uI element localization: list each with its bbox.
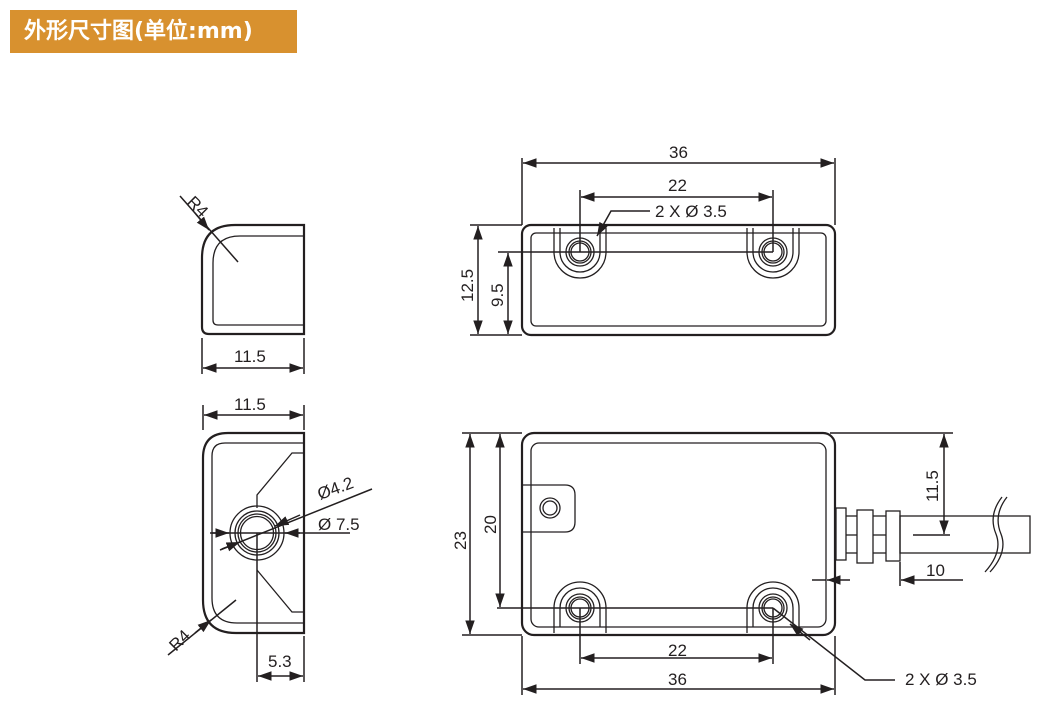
- width-label: 11.5: [234, 347, 266, 366]
- drawing-title-banner: 外形尺寸图(单位:mm): [10, 10, 297, 53]
- height-label: 23: [451, 531, 470, 550]
- cable-connector: [835, 496, 1031, 573]
- cable-offset-label: 10: [926, 561, 945, 580]
- hole-spacing-label: 22: [668, 176, 687, 195]
- side-view-bottom: 11.5 Ø 7.5 Ø4.2 5.3 R4: [165, 395, 373, 682]
- height-label: 12.5: [458, 269, 477, 302]
- top-view: 36 22 2 X Ø 3.5 12.5 9.5: [458, 143, 837, 337]
- cable-height-label: 11.5: [923, 470, 942, 502]
- hole-callout: 2 X Ø 3.5: [655, 202, 727, 221]
- length-label: 36: [668, 670, 687, 689]
- hole-inner-label: Ø4.2: [315, 473, 356, 503]
- side-view-top: R4 11.5: [179, 192, 306, 374]
- hole-callout: 2 X Ø 3.5: [905, 670, 977, 689]
- length-label: 36: [669, 143, 688, 162]
- radius-label: R4: [183, 192, 212, 221]
- front-view: 23 20 22 36 2 X Ø 3.5 11.5 10: [451, 431, 1031, 695]
- hole-spacing-label: 22: [668, 641, 687, 660]
- hole-height-label: 20: [481, 515, 500, 534]
- hole-outer-label: Ø 7.5: [318, 515, 360, 534]
- offset-label: 5.3: [268, 652, 292, 671]
- radius-label: R4: [165, 626, 194, 655]
- hole-height-label: 9.5: [488, 283, 507, 307]
- width-label: 11.5: [234, 395, 266, 414]
